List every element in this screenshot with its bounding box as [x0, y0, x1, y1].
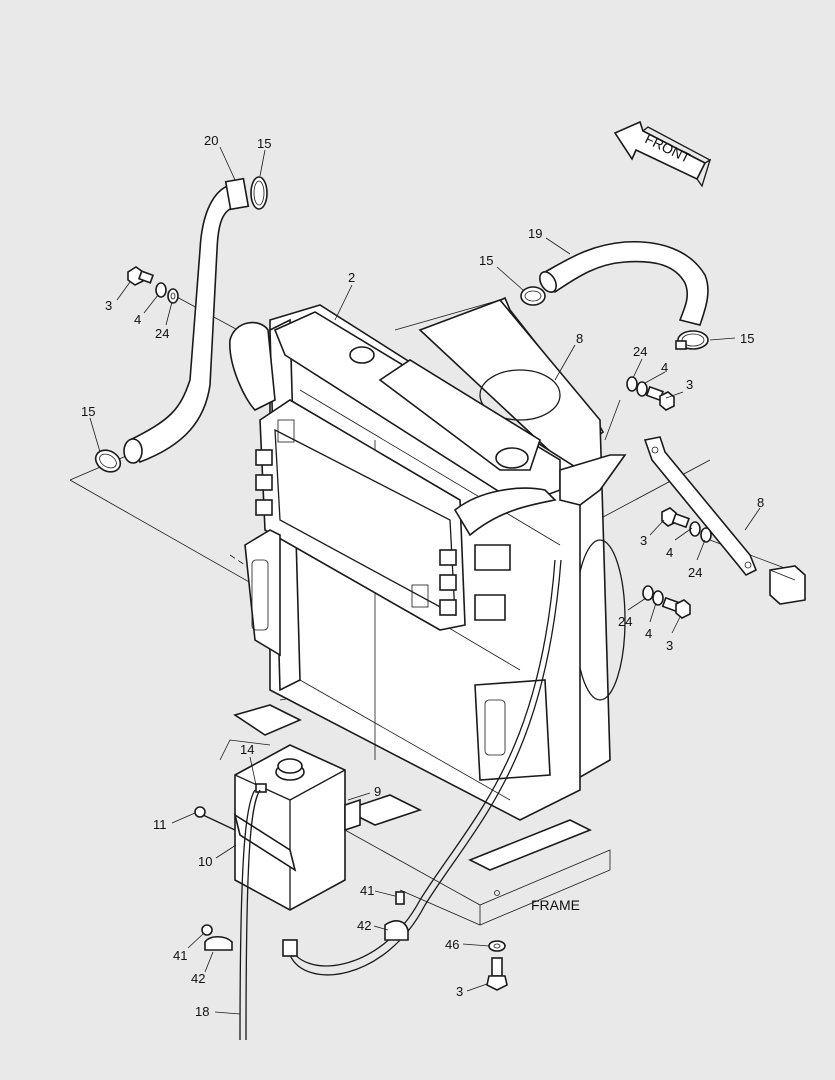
callout-19: 19 [528, 226, 542, 241]
clip-set-lower-left [201, 924, 233, 951]
hose-clamp-left [94, 449, 122, 473]
bolt-washer-set-bottom [486, 940, 508, 991]
callout-20: 20 [204, 133, 218, 148]
callout-3: 3 [686, 377, 693, 392]
clip-set-lower-mid [384, 891, 409, 941]
bolt-washer-set-upper-left [127, 266, 179, 304]
callout-3: 3 [640, 533, 647, 548]
hose-clamp-right-upper [520, 286, 546, 306]
hose-clamp-top [250, 176, 268, 210]
bolt-washer-set-lower-right [642, 585, 691, 619]
callout-4: 4 [661, 360, 668, 375]
callout-9: 9 [374, 784, 381, 799]
hose-connector [282, 939, 298, 957]
callout-4: 4 [645, 626, 652, 641]
upper-hose-19 [539, 240, 709, 326]
bolt-washer-set-upper-right [626, 376, 675, 411]
reserve-tank [234, 744, 361, 911]
callout-24: 24 [688, 565, 702, 580]
callout-8: 8 [757, 495, 764, 510]
callout-4: 4 [134, 312, 141, 327]
callout-3: 3 [456, 984, 463, 999]
callout-15: 15 [257, 136, 271, 151]
callout-42: 42 [357, 918, 371, 933]
upper-radiator-hose [123, 177, 250, 464]
callout-15: 15 [740, 331, 754, 346]
callout-24: 24 [618, 614, 632, 629]
callout-18: 18 [195, 1004, 209, 1019]
radiator-assembly [229, 299, 627, 871]
hose-clamp-right [675, 330, 709, 350]
overflow-tube [239, 559, 562, 1041]
callout-41: 41 [173, 948, 187, 963]
callout-24: 24 [633, 344, 647, 359]
callout-3: 3 [105, 298, 112, 313]
callout-3: 3 [666, 638, 673, 653]
callout-2: 2 [348, 270, 355, 285]
leader-lines [89, 146, 761, 1015]
callout-4: 4 [666, 545, 673, 560]
callout-14: 14 [240, 742, 254, 757]
rod-bracket [769, 565, 806, 605]
callout-11: 11 [153, 817, 167, 832]
tank-bracket [194, 806, 297, 872]
stay-rod-lower [643, 436, 758, 577]
bolt-washer-set-mid-right [661, 507, 712, 543]
callout-42: 42 [191, 971, 205, 986]
callout-41: 41 [360, 883, 374, 898]
callout-24: 24 [155, 326, 169, 341]
callout-10: 10 [198, 854, 212, 869]
callout-8: 8 [576, 331, 583, 346]
callout-15: 15 [81, 404, 95, 419]
callout-46: 46 [445, 937, 459, 952]
callout-numbers: 20 15 3 4 24 2 15 15 19 15 8 24 4 3 8 3 … [81, 133, 764, 1019]
front-direction-arrow: FRONT [613, 120, 712, 188]
callout-15: 15 [479, 253, 493, 268]
frame-label: FRAME [531, 897, 580, 913]
